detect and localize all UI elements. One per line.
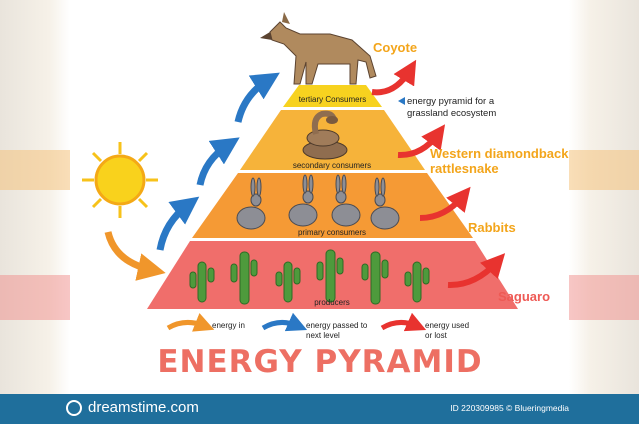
energy-lost-arrow	[397, 124, 446, 159]
cactus-icon	[404, 261, 430, 303]
rabbit-icon	[331, 174, 361, 227]
legend-energy-passed: energy passed to next level	[306, 321, 367, 341]
energy-passed-arrow	[234, 72, 280, 123]
legend-energy-used-line1: energy used	[425, 321, 470, 330]
legend-energy-passed-line1: energy passed to	[306, 321, 368, 330]
tier-label-producers: producers	[314, 298, 350, 307]
blurred-left-edge	[0, 275, 70, 320]
energy-passed-arrow	[196, 137, 240, 186]
energy-in-arrow	[104, 231, 166, 281]
species-rabbits: Rabbits	[468, 220, 516, 235]
species-coyote: Coyote	[373, 40, 418, 55]
legend-energy-passed-line2: next level	[306, 331, 340, 340]
diagram-title: ENERGY PYRAMID	[157, 344, 483, 380]
legend-energy-in-arrow	[166, 313, 215, 332]
blurred-right-edge	[569, 275, 639, 320]
blurred-right-edge	[569, 150, 639, 190]
species-rattlesnake-line2: rattlesnake	[430, 161, 499, 176]
energy-passed-arrow	[156, 196, 200, 251]
energy-lost-arrow	[371, 59, 417, 96]
cactus-icon	[275, 261, 301, 303]
blurred-right-edge	[569, 0, 639, 424]
energy-lost-arrow	[447, 253, 506, 289]
tier-label-primary: primary consumers	[297, 228, 366, 237]
tier-label-secondary: secondary consumers	[292, 161, 372, 170]
species-rattlesnake: Western diamondback rattlesnake	[430, 146, 568, 176]
legend-energy-passed-arrow	[261, 312, 308, 332]
pyramid-note: energy pyramid for a grassland ecosystem	[407, 96, 496, 120]
sun-icon	[82, 142, 158, 218]
energy-lost-arrow	[419, 186, 471, 221]
rabbit-icon	[370, 177, 400, 230]
coyote-icon	[260, 12, 377, 85]
cactus-icon	[189, 261, 215, 303]
blurred-left-edge	[0, 0, 70, 424]
rabbit-icon	[236, 177, 266, 230]
cactus-icon	[316, 249, 344, 303]
rabbit-icon	[288, 174, 318, 227]
blurred-left-edge	[0, 150, 70, 190]
legend-energy-used-line2: or lost	[425, 331, 447, 340]
footer-bar: dreamstime.com ID 220309985 © Blueringme…	[0, 394, 639, 424]
footer-brand[interactable]: dreamstime.com	[88, 399, 199, 416]
legend-energy-used: energy used or lost	[425, 321, 469, 341]
species-rattlesnake-line1: Western diamondback	[430, 146, 569, 161]
pyramid-note-line2: grassland ecosystem	[407, 108, 497, 119]
species-saguaro: Saguaro	[498, 289, 551, 304]
legend-energy-lost-arrow	[380, 312, 427, 332]
dreamstime-logo-icon	[66, 400, 82, 416]
legend-energy-in: energy in	[212, 321, 245, 330]
cactus-icon	[230, 251, 258, 305]
note-pointer-icon	[398, 97, 405, 105]
tier-label-tertiary: tertiary Consumers	[298, 95, 367, 104]
pyramid-note-line1: energy pyramid for a	[407, 96, 495, 107]
cactus-icon	[361, 251, 389, 305]
snake-icon	[302, 110, 348, 160]
footer-image-id: ID 220309985 © Blueringmedia	[450, 403, 569, 413]
tier-tertiary	[283, 85, 382, 107]
